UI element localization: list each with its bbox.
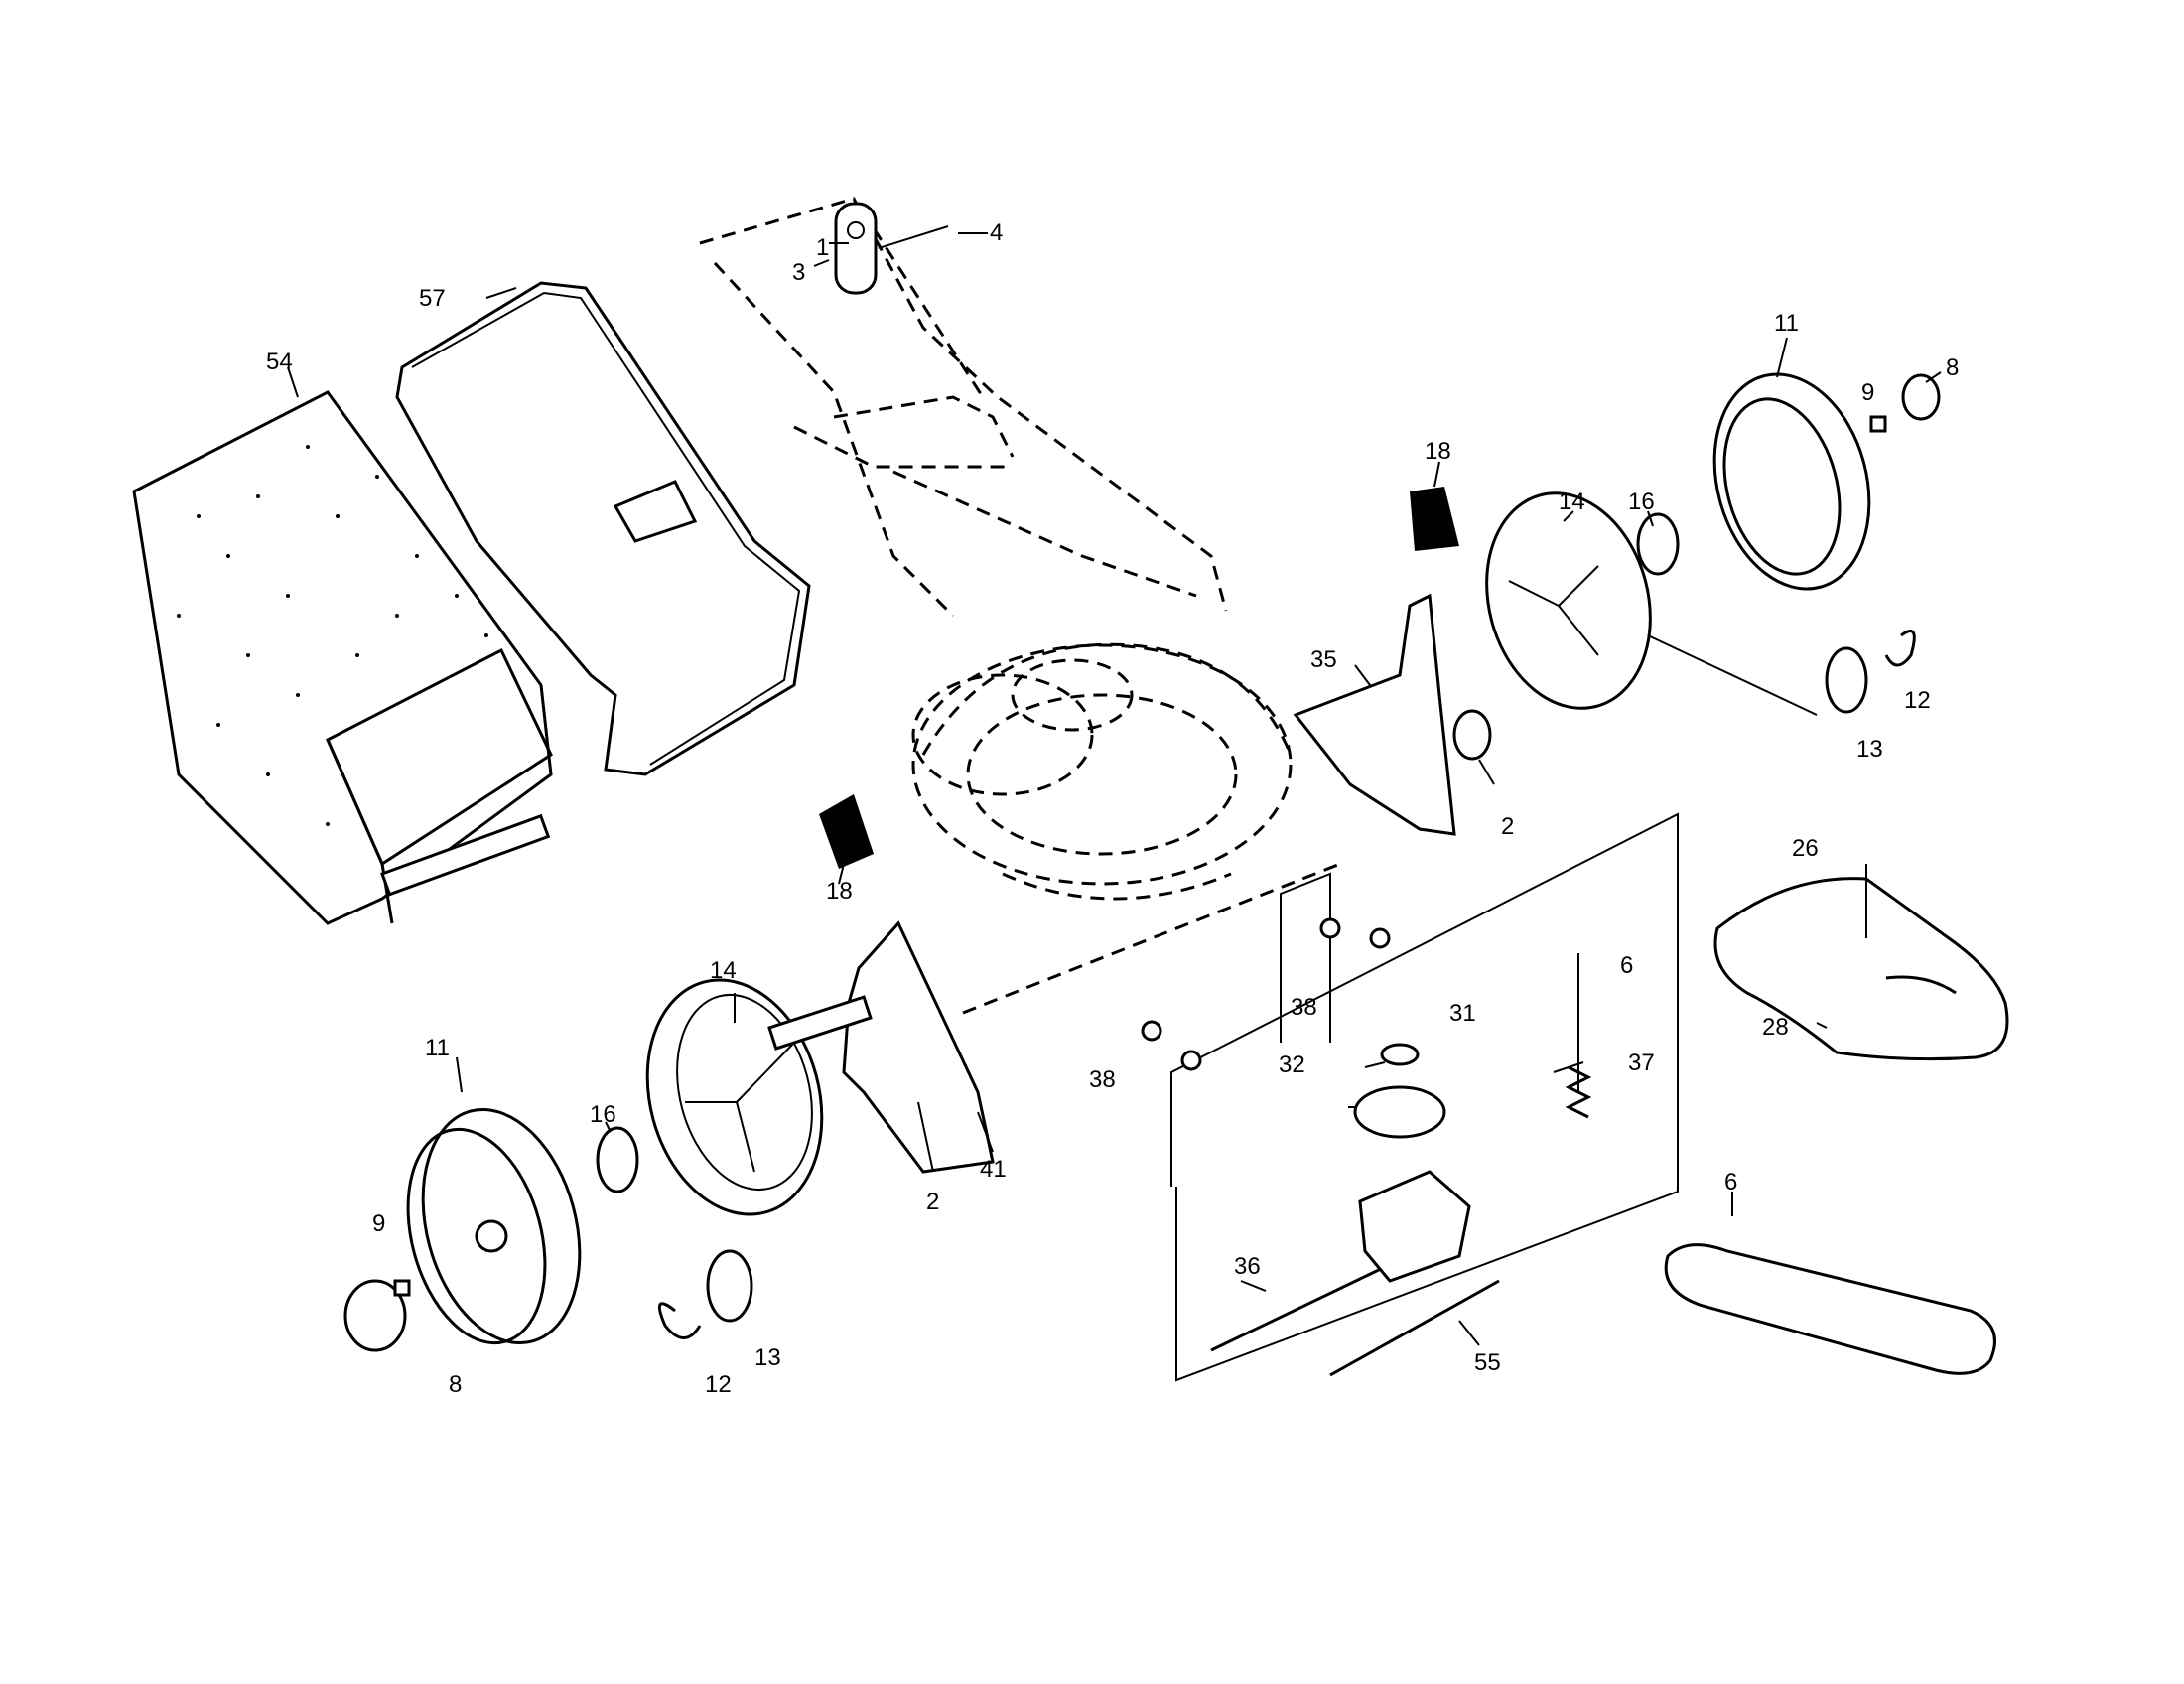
label-55: 55 — [1474, 1349, 1501, 1376]
label-12-left: 12 — [705, 1371, 732, 1398]
label-35: 35 — [1310, 646, 1337, 673]
label-2-left: 2 — [926, 1189, 939, 1215]
label-6-belt: 6 — [1724, 1169, 1737, 1195]
handle-assembly — [699, 197, 1228, 618]
label-54: 54 — [266, 349, 293, 375]
label-9-right: 9 — [1861, 379, 1874, 406]
label-41: 41 — [980, 1156, 1007, 1183]
label-8-right: 8 — [1946, 354, 1959, 381]
label-14-left: 14 — [710, 957, 737, 984]
callout-labels: 1 2 2 3 4 6 6 8 8 9 9 11 11 12 12 13 13 … — [266, 219, 1959, 1398]
label-14-right: 14 — [1559, 489, 1585, 515]
label-12-right: 12 — [1904, 687, 1931, 714]
bag-frame — [395, 281, 811, 776]
control-lever — [834, 202, 878, 295]
label-11-right: 11 — [1774, 310, 1799, 337]
left-wheel-assembly — [343, 794, 995, 1352]
label-38-left: 38 — [1089, 1066, 1116, 1093]
label-6-spring: 6 — [1620, 952, 1633, 979]
label-13-right: 13 — [1856, 736, 1883, 763]
label-13-left: 13 — [754, 1344, 781, 1371]
label-26: 26 — [1792, 835, 1819, 862]
label-11-left: 11 — [425, 1035, 450, 1061]
right-wheel-assembly — [1293, 372, 1941, 836]
transmission — [962, 812, 1996, 1382]
label-8-left: 8 — [449, 1371, 462, 1398]
label-3: 3 — [792, 259, 805, 286]
label-37: 37 — [1628, 1050, 1655, 1076]
label-32: 32 — [1279, 1052, 1305, 1078]
grass-bag — [132, 390, 553, 925]
label-38-right: 38 — [1291, 994, 1317, 1021]
label-57: 57 — [419, 285, 446, 312]
label-36: 36 — [1234, 1253, 1261, 1280]
label-31: 31 — [1449, 1000, 1476, 1027]
deck-outline — [911, 642, 1293, 901]
label-18-right: 18 — [1425, 438, 1451, 465]
leader-lines — [287, 232, 1942, 1346]
label-2-right: 2 — [1501, 813, 1514, 840]
label-1: 1 — [816, 234, 829, 261]
label-4: 4 — [990, 219, 1003, 246]
label-28: 28 — [1762, 1014, 1789, 1041]
rear-cover — [1713, 864, 2009, 1061]
label-18-left: 18 — [826, 878, 853, 905]
label-16-right: 16 — [1628, 489, 1655, 515]
label-16-left: 16 — [590, 1101, 616, 1128]
label-9-left: 9 — [372, 1210, 385, 1237]
